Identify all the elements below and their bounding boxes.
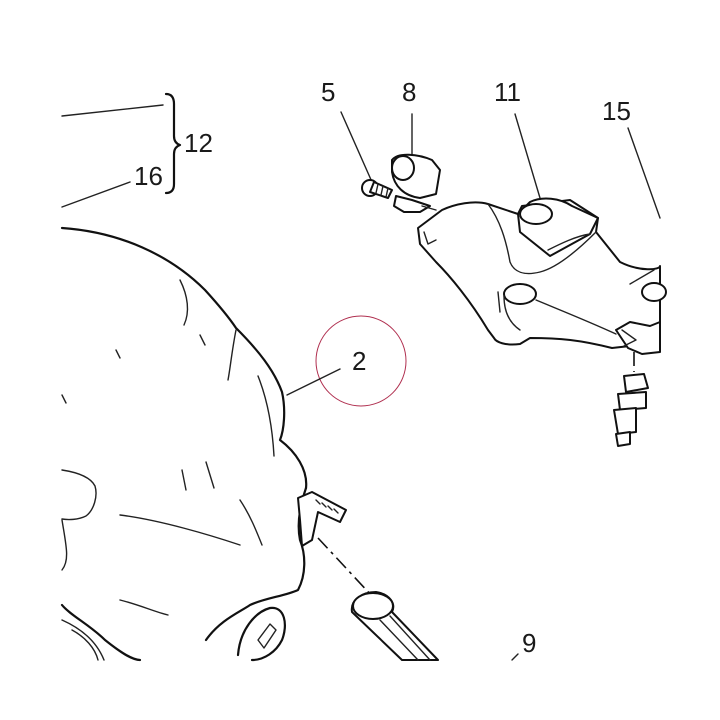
front-bracket-assembly (417, 197, 667, 355)
callout-2-label: 2 (352, 346, 366, 376)
cylinder-part-9 (350, 591, 439, 661)
leader-16 (61, 181, 131, 208)
callout-5-label: 5 (321, 77, 335, 107)
callout-12-label: 12 (184, 128, 213, 158)
bolt (613, 352, 649, 447)
leader-15 (627, 127, 661, 219)
leader-5 (340, 111, 373, 183)
bracket-12 (164, 92, 182, 195)
leader-9 (511, 653, 519, 661)
mounting-tab-bracket (297, 491, 347, 547)
callout-15-label: 15 (602, 96, 631, 126)
leader-11 (514, 113, 541, 199)
screw-part-5 (361, 179, 393, 199)
clip-part-8 (391, 153, 441, 213)
callout-9-label: 9 (522, 628, 536, 658)
leader-2 (286, 368, 341, 396)
leader-lines (61, 104, 661, 661)
callout-8-label: 8 (402, 77, 416, 107)
callout-16-label: 16 (134, 161, 163, 191)
leader-12-upper (61, 104, 164, 117)
assembly-axis-line (317, 537, 373, 597)
body-panel-part-2 (60, 226, 308, 662)
callout-11-label: 11 (494, 77, 521, 107)
callout-2-highlight-circle[interactable] (315, 315, 407, 407)
